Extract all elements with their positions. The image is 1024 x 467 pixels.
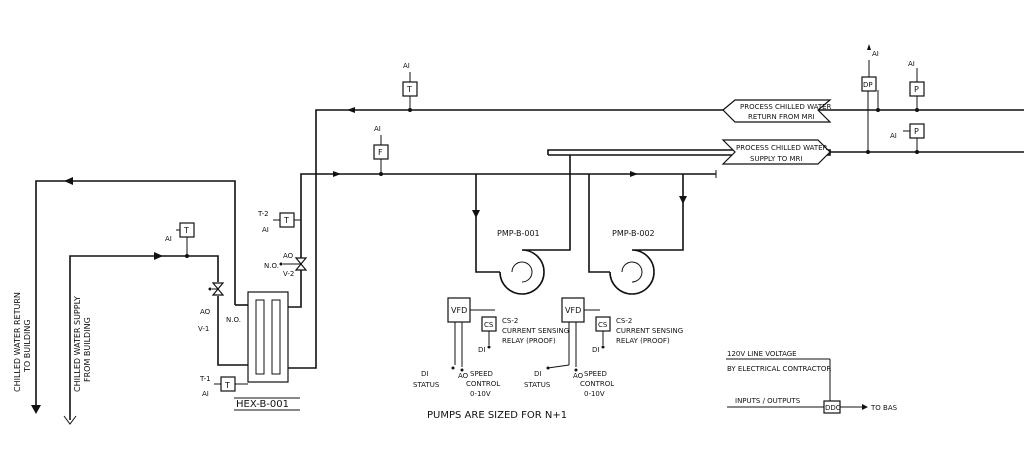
cw-return-label: CHILLED WATER RETURN — [13, 292, 22, 392]
svg-text:INPUTS / OUTPUTS: INPUTS / OUTPUTS — [735, 397, 801, 405]
svg-text:STATUS: STATUS — [524, 381, 551, 389]
svg-text:AI: AI — [165, 235, 172, 243]
cw-supply-label: CHILLED WATER SUPPLY — [73, 296, 82, 392]
svg-text:AI: AI — [374, 125, 381, 133]
svg-text:DI: DI — [421, 370, 428, 378]
temp-sensor-return: T AI — [402, 62, 418, 112]
svg-text:T: T — [224, 381, 230, 390]
svg-text:DI: DI — [478, 346, 485, 354]
svg-text:T-2: T-2 — [257, 210, 269, 218]
svg-text:STATUS: STATUS — [413, 381, 440, 389]
svg-text:DP: DP — [863, 81, 873, 89]
svg-text:V-1: V-1 — [198, 325, 209, 333]
pressure-sensor-2: P AI — [890, 123, 925, 154]
svg-text:DI: DI — [592, 346, 599, 354]
cs-1: CS DI CS-2 CURRENT SENSING RELAY (PROOF) — [478, 316, 569, 354]
svg-text:CS: CS — [484, 321, 494, 329]
svg-text:RELAY (PROOF): RELAY (PROOF) — [502, 337, 556, 345]
svg-text:V-2: V-2 — [283, 270, 294, 278]
svg-text:AI: AI — [202, 390, 209, 398]
svg-text:CURRENT SENSING: CURRENT SENSING — [502, 327, 569, 335]
svg-text:AO: AO — [283, 252, 294, 260]
hex-outlet-piping — [288, 107, 830, 369]
svg-text:CS-2: CS-2 — [616, 317, 632, 325]
building-return-line — [31, 177, 236, 414]
svg-text:N.O.: N.O. — [264, 262, 279, 270]
svg-text:AO: AO — [573, 372, 584, 380]
svg-text:CS: CS — [598, 321, 608, 329]
valve-v2: AO N.O. V-2 — [264, 252, 308, 278]
svg-text:AI: AI — [262, 226, 269, 234]
svg-text:CURRENT SENSING: CURRENT SENSING — [616, 327, 683, 335]
svg-text:VFD: VFD — [565, 306, 581, 315]
svg-text:F: F — [378, 148, 383, 157]
svg-text:PROCESS CHILLED WATER: PROCESS CHILLED WATER — [736, 144, 828, 152]
svg-text:SPEED: SPEED — [584, 370, 607, 378]
svg-text:CONTROL: CONTROL — [580, 380, 614, 388]
svg-text:T: T — [283, 216, 289, 225]
cw-return-label-2: TO BUILDING — [23, 319, 32, 373]
pumps-note: PUMPS ARE SIZED FOR N+1 — [427, 410, 567, 421]
pump-1: PMP-B-001 — [472, 174, 571, 295]
svg-text:0-10V: 0-10V — [584, 390, 605, 398]
heat-exchanger: HEX-B-001 — [234, 291, 300, 411]
svg-text:P: P — [914, 85, 919, 94]
svg-text:AO: AO — [458, 372, 469, 380]
valve-v1: AO V-1 N.O. — [198, 282, 241, 333]
svg-text:VFD: VFD — [451, 306, 467, 315]
svg-text:0-10V: 0-10V — [470, 390, 491, 398]
svg-text:AI: AI — [908, 60, 915, 68]
temp-sensor-t2: T T-2 AI — [257, 210, 301, 234]
flow-sensor: F AI — [373, 125, 389, 176]
svg-text:T: T — [406, 85, 412, 94]
svg-text:AI: AI — [872, 50, 879, 58]
temp-sensor-supply: T AI — [165, 222, 195, 258]
svg-text:DDC: DDC — [825, 404, 841, 412]
process-return-arrow: PROCESS CHILLED WATER RETURN FROM MRI — [722, 99, 832, 123]
vfd-2: VFD DI STATUS AO SPEED CONTROL 0-10V — [524, 297, 614, 398]
svg-text:DI: DI — [534, 370, 541, 378]
svg-text:BY ELECTRICAL CONTRACTOR: BY ELECTRICAL CONTRACTOR — [727, 365, 831, 373]
svg-text:RETURN FROM MRI: RETURN FROM MRI — [748, 113, 815, 121]
svg-text:RELAY (PROOF): RELAY (PROOF) — [616, 337, 670, 345]
svg-text:CONTROL: CONTROL — [466, 380, 500, 388]
cs-2: CS DI CS-2 CURRENT SENSING RELAY (PROOF) — [592, 316, 683, 354]
svg-text:T: T — [183, 226, 189, 235]
svg-text:P: P — [914, 127, 919, 136]
cw-supply-label-2: FROM BUILDING — [83, 317, 92, 382]
pump1-label: PMP-B-001 — [497, 229, 540, 238]
svg-text:AI: AI — [890, 132, 897, 140]
svg-text:SUPPLY TO MRI: SUPPLY TO MRI — [750, 155, 802, 163]
svg-text:TO BAS: TO BAS — [870, 404, 898, 412]
svg-text:AO: AO — [200, 308, 211, 316]
hex-label: HEX-B-001 — [236, 399, 289, 410]
process-supply-arrow: PROCESS CHILLED WATER SUPPLY TO MRI — [721, 139, 831, 165]
temp-sensor-t1: T T-1 AI — [199, 375, 248, 398]
svg-text:AI: AI — [403, 62, 410, 70]
svg-text:PROCESS CHILLED WATER: PROCESS CHILLED WATER — [740, 103, 832, 111]
vfd-1: VFD DI STATUS AO SPEED CONTROL 0-10V — [413, 297, 500, 398]
pressure-sensor-1: P AI — [908, 60, 925, 112]
svg-text:CS-2: CS-2 — [502, 317, 518, 325]
svg-text:T-1: T-1 — [199, 375, 211, 383]
right-piping: DP AI — [830, 44, 1024, 154]
legend: 120V LINE VOLTAGE BY ELECTRICAL CONTRACT… — [726, 350, 898, 414]
pump-2: PMP-B-002 — [588, 174, 687, 295]
svg-text:N.O.: N.O. — [226, 316, 241, 324]
pump2-label: PMP-B-002 — [612, 229, 655, 238]
svg-text:120V LINE VOLTAGE: 120V LINE VOLTAGE — [727, 350, 797, 358]
svg-text:SPEED: SPEED — [470, 370, 493, 378]
building-supply-line — [63, 252, 248, 425]
